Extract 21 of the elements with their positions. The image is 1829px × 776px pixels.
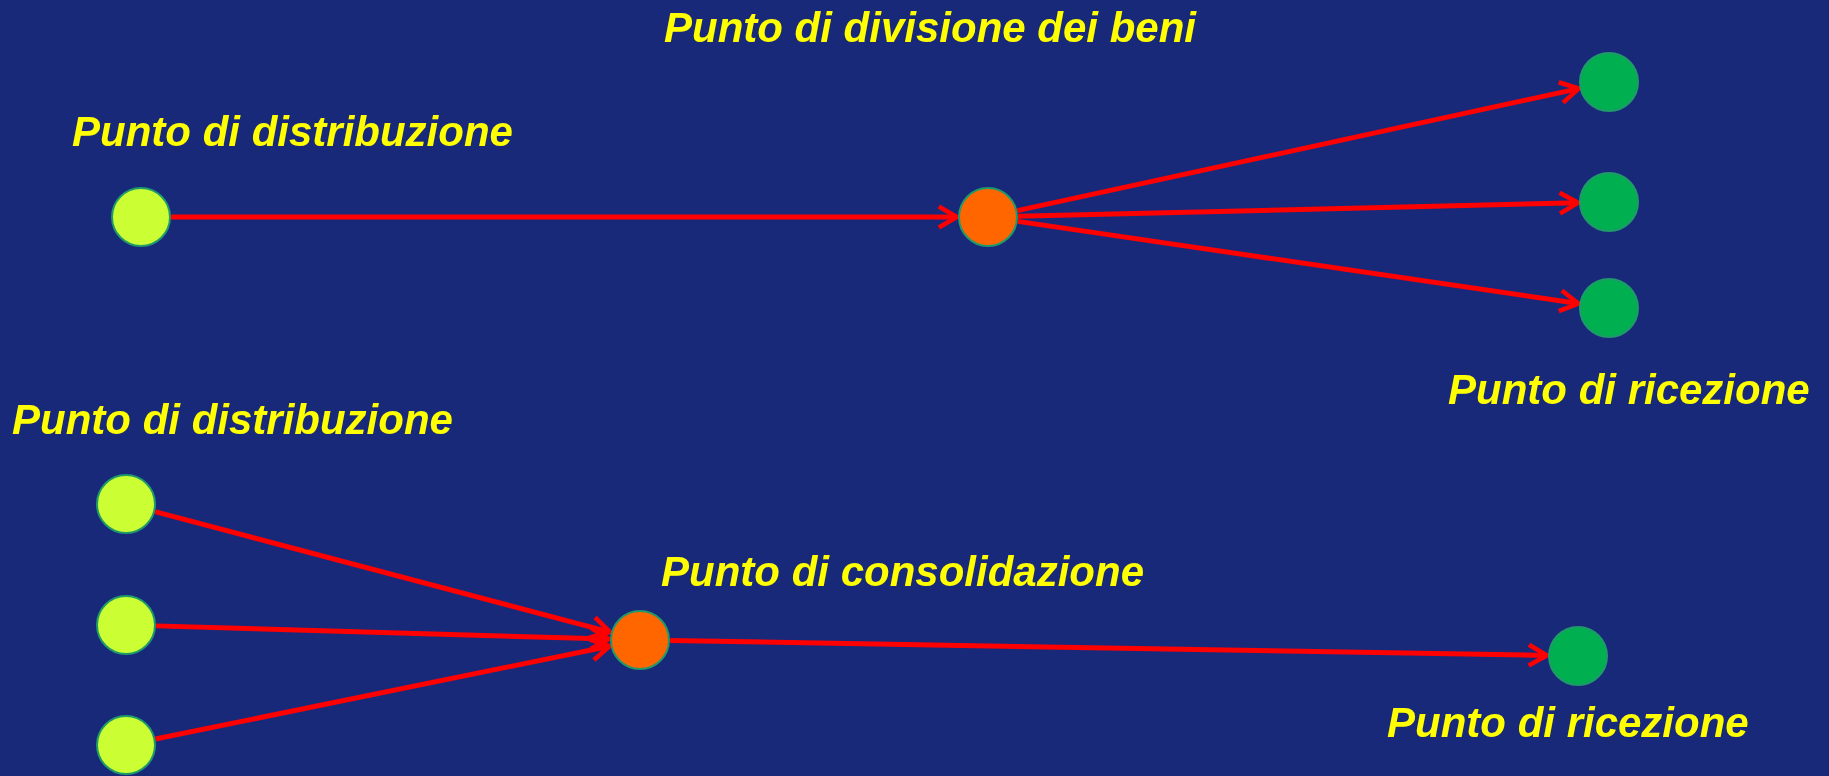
- circle-node: [610, 610, 670, 670]
- circle-node: [1579, 172, 1639, 232]
- circle-node: [958, 187, 1018, 247]
- arrow: [669, 638, 1550, 668]
- arrow: [1017, 218, 1581, 314]
- arrow: [1017, 190, 1581, 219]
- label-text: Punto di distribuzione: [12, 396, 453, 444]
- circle-node: [96, 715, 156, 775]
- circle-node: [1548, 626, 1608, 686]
- node-caption: Punto di consolidazione: [661, 548, 1144, 596]
- arrow: [1016, 80, 1581, 214]
- label-text: Punto di divisione dei beni: [664, 4, 1196, 52]
- node-caption: Punto di distribuzione: [72, 108, 513, 156]
- node-caption: Punto di ricezione: [1387, 699, 1749, 747]
- circle-node: [96, 595, 156, 655]
- circle-node: [111, 187, 171, 247]
- circle-node: [1579, 52, 1639, 112]
- label-text: Punto di ricezione: [1448, 366, 1810, 414]
- circle-node: [96, 474, 156, 534]
- arrow: [171, 204, 960, 230]
- circle-node: [1579, 278, 1639, 338]
